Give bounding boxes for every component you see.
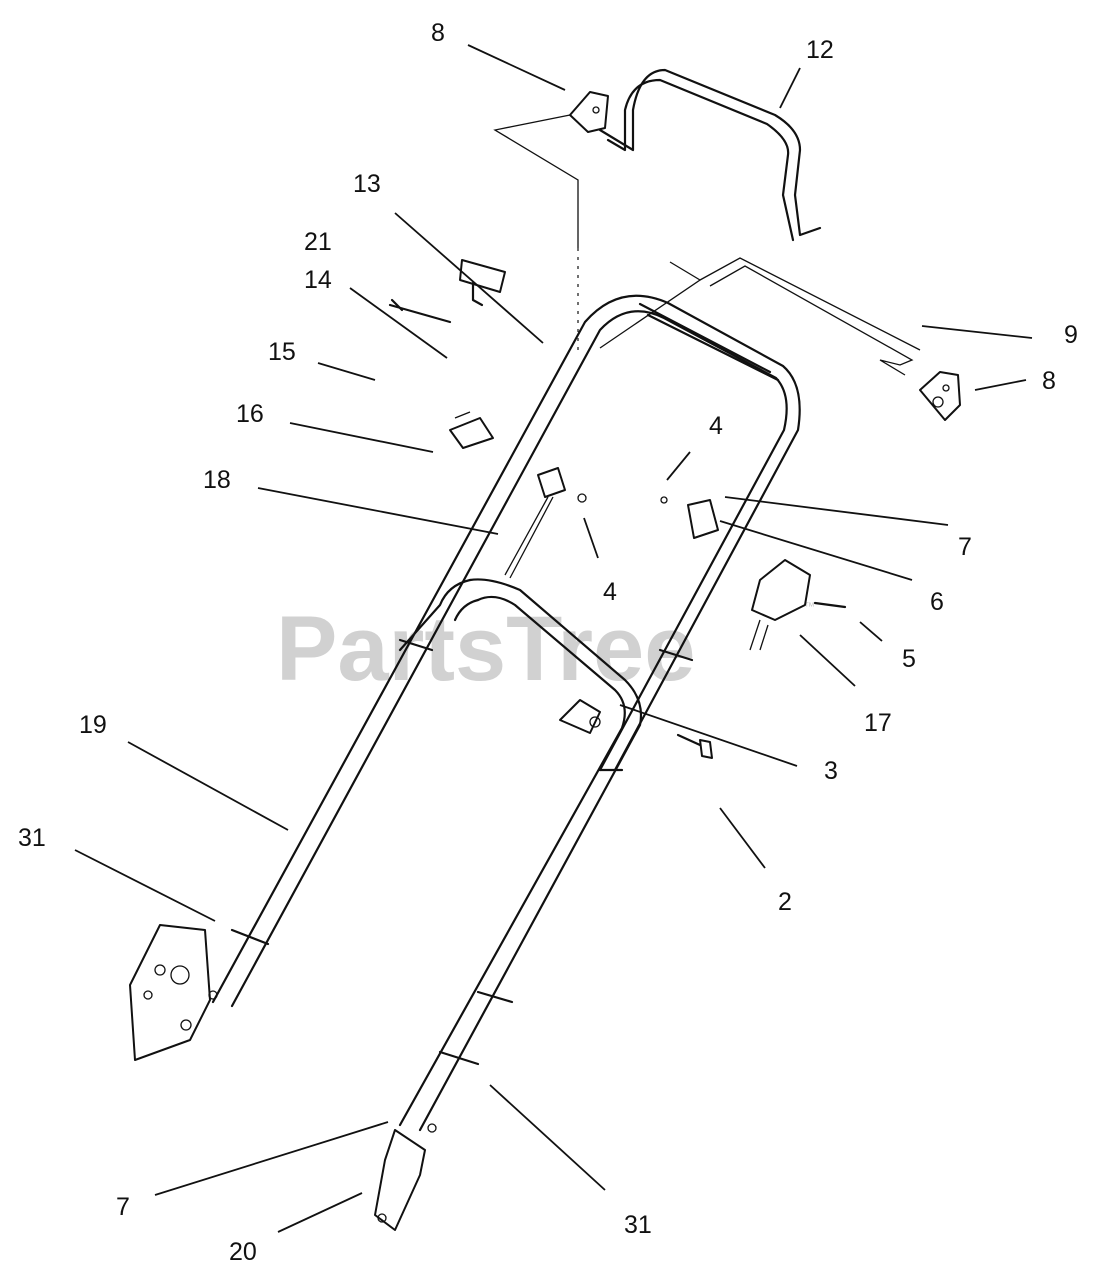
callout-8-top: 8 xyxy=(431,19,445,47)
callout-4-upper: 4 xyxy=(709,412,723,440)
callout-14: 14 xyxy=(304,266,332,294)
callout-7-right: 7 xyxy=(958,533,972,561)
handle-collars xyxy=(230,638,694,1066)
carriage-bolt xyxy=(676,733,713,759)
callout-3: 3 xyxy=(824,757,838,785)
cable-clips xyxy=(504,467,719,579)
callout-12: 12 xyxy=(806,36,834,64)
callout-16: 16 xyxy=(236,400,264,428)
callout-9: 9 xyxy=(1064,321,1078,349)
upper-handle xyxy=(211,294,801,1008)
watermark-text: PartsTree xyxy=(276,598,695,700)
left-mount-bracket xyxy=(129,924,218,1061)
callout-8-right: 8 xyxy=(1042,367,1056,395)
callout-18: 18 xyxy=(203,466,231,494)
callout-31-bottom: 31 xyxy=(624,1211,652,1239)
callout-31-left: 31 xyxy=(18,824,46,852)
cable-guide xyxy=(749,559,847,651)
right-control-mount xyxy=(919,371,961,421)
callout-7-bottom: 7 xyxy=(116,1193,130,1221)
bottom-mount-bracket xyxy=(374,1123,437,1231)
handle-knob xyxy=(559,699,601,734)
callout-17: 17 xyxy=(864,709,892,737)
callout-labels: 8 12 13 21 14 15 16 18 9 8 4 7 4 6 5 17 … xyxy=(18,19,1078,1266)
callout-5: 5 xyxy=(902,645,916,673)
watermark-trademark: ™ xyxy=(804,601,815,613)
callout-21: 21 xyxy=(304,228,332,256)
callout-13: 13 xyxy=(353,170,381,198)
control-cable xyxy=(493,114,921,376)
callout-2: 2 xyxy=(778,888,792,916)
callout-19: 19 xyxy=(79,711,107,739)
lower-handle xyxy=(398,578,643,1132)
callout-4-lower: 4 xyxy=(603,578,617,606)
callout-6: 6 xyxy=(930,588,944,616)
starter-knob-assembly xyxy=(388,259,506,449)
callout-15: 15 xyxy=(268,338,296,366)
control-bail xyxy=(569,68,822,242)
callout-20: 20 xyxy=(229,1238,257,1266)
leader-lines xyxy=(74,44,1033,1233)
